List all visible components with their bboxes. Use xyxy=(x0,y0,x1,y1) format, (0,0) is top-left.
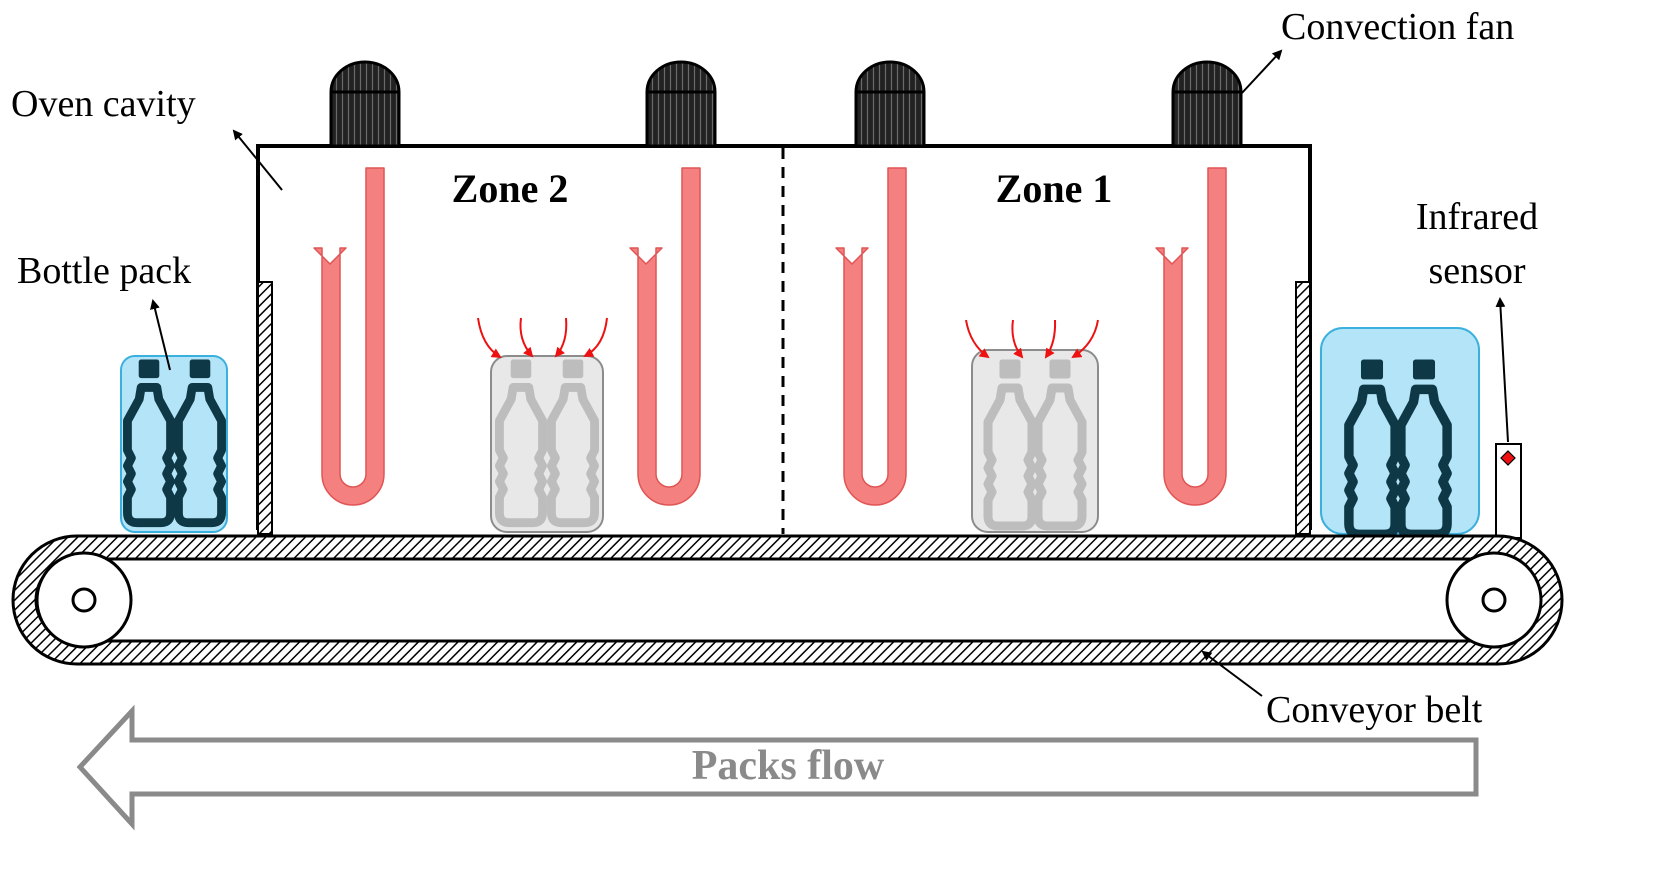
infrared-sensor-label-line2: sensor xyxy=(1428,250,1525,292)
oven-cavity-label: Oven cavity xyxy=(11,83,196,125)
infrared-sensor-label-line1: Infrared xyxy=(1416,196,1538,238)
leader-arrow xyxy=(1201,650,1263,697)
heat-arrow-icon xyxy=(477,317,608,359)
infrared-sensor-icon xyxy=(1495,443,1522,539)
left-wall xyxy=(257,281,273,535)
packs-flow-label: Packs flow xyxy=(692,743,885,789)
leader-arrow xyxy=(232,129,283,191)
leader-arrow xyxy=(1240,49,1283,95)
convection-fan-icon xyxy=(645,60,717,148)
convection-fan-label: Convection fan xyxy=(1281,6,1514,48)
bottle-pack-left xyxy=(120,355,228,533)
convection-fan-icon xyxy=(854,60,926,148)
convection-fan-icon xyxy=(329,60,401,148)
leader-arrow xyxy=(150,299,171,371)
conveyor-belt xyxy=(11,534,1564,666)
bottle-pack-zone1 xyxy=(971,349,1099,533)
oven-body xyxy=(256,144,1312,535)
roller-axle xyxy=(71,587,97,613)
heat-arrow-icon xyxy=(965,319,1099,359)
flow-arrow-icon xyxy=(76,704,1479,831)
zone-1-label: Zone 1 xyxy=(996,166,1113,211)
zone-2-label: Zone 2 xyxy=(452,166,569,211)
roller-axle xyxy=(1481,587,1507,613)
right-wall xyxy=(1295,281,1311,535)
convection-fan-icon xyxy=(1171,60,1243,148)
bottle-pack-zone2 xyxy=(490,355,604,533)
leader-arrow xyxy=(1495,297,1509,443)
conveyor-belt-label: Conveyor belt xyxy=(1266,689,1483,731)
bottle-pack-label: Bottle pack xyxy=(17,250,191,292)
bottle-pack-right xyxy=(1320,327,1480,534)
